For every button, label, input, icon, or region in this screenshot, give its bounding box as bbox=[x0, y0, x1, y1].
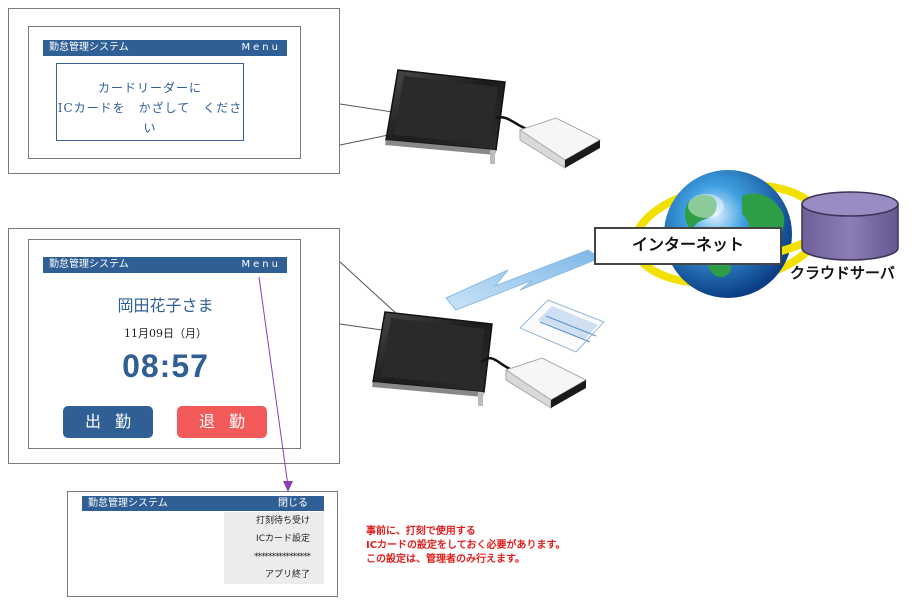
card-prompt-box: カードリーダーに ICカードを かざして ください bbox=[56, 63, 244, 141]
app-title-bar: 勤怠管理システム 閉じる bbox=[82, 496, 324, 511]
ic-card-icon bbox=[519, 299, 605, 353]
close-button[interactable]: 閉じる bbox=[278, 498, 308, 509]
admin-note-line1: 事前に、打刻で使用する bbox=[366, 526, 476, 537]
user-name: 岡田花子さま bbox=[117, 296, 214, 315]
menu-button[interactable]: Menu bbox=[241, 259, 281, 270]
callout-pointer-1 bbox=[339, 103, 433, 146]
admin-note-line3: この設定は、管理者のみ行えます。 bbox=[366, 554, 525, 565]
server-cylinder-icon bbox=[801, 191, 899, 261]
current-time: 08:57 bbox=[122, 348, 209, 384]
clock-out-button[interactable]: 退勤 bbox=[177, 406, 267, 438]
menu-dropdown: 打刻待ち受け ICカード設定 **************** アプリ終了 bbox=[224, 512, 324, 584]
tablet-icon bbox=[385, 69, 506, 164]
callout-pointer-2 bbox=[339, 261, 411, 335]
menu-button[interactable]: Menu bbox=[241, 42, 281, 53]
tablet-icon bbox=[372, 311, 493, 406]
app-title-bar: 勤怠管理システム Menu bbox=[43, 40, 287, 56]
app-title: 勤怠管理システム bbox=[88, 498, 168, 509]
menu-screen: 勤怠管理システム 閉じる 打刻待ち受け ICカード設定 ************… bbox=[67, 491, 338, 597]
menu-item-wait[interactable]: 打刻待ち受け bbox=[255, 516, 310, 526]
card-reader-icon bbox=[481, 356, 588, 409]
punch-screen: 勤怠管理システム Menu 岡田花子さま 11月09日（月） 08:57 出勤 … bbox=[28, 239, 301, 449]
punch-screen-callout: 勤怠管理システム Menu 岡田花子さま 11月09日（月） 08:57 出勤 … bbox=[8, 228, 340, 464]
app-title: 勤怠管理システム bbox=[49, 42, 129, 53]
current-date: 11月09日（月） bbox=[124, 327, 207, 340]
admin-note: 事前に、打刻で使用する ICカードの設定をしておく必要があります。 この設定は、… bbox=[366, 525, 565, 567]
card-reader-icon bbox=[495, 115, 602, 169]
menu-item-masked[interactable]: **************** bbox=[254, 552, 311, 562]
card-prompt-line1: カードリーダーに bbox=[97, 81, 202, 95]
clock-in-button[interactable]: 出勤 bbox=[63, 406, 153, 438]
wait-screen-callout: 勤怠管理システム Menu カードリーダーに ICカードを かざして ください bbox=[8, 8, 340, 174]
admin-note-line2: ICカードの設定をしておく必要があります。 bbox=[366, 540, 566, 551]
wait-screen: 勤怠管理システム Menu カードリーダーに ICカードを かざして ください bbox=[28, 26, 301, 159]
app-title: 勤怠管理システム bbox=[49, 259, 129, 270]
cloud-server-label: クラウドサーバ bbox=[790, 265, 895, 282]
menu-item-exit[interactable]: アプリ終了 bbox=[264, 570, 310, 580]
internet-label-box: インターネット bbox=[594, 227, 782, 265]
app-title-bar: 勤怠管理システム Menu bbox=[43, 257, 287, 273]
wireless-bolt-icon bbox=[445, 249, 602, 311]
menu-item-card-settings[interactable]: ICカード設定 bbox=[256, 534, 310, 544]
card-prompt-line2: ICカードを かざして ください bbox=[57, 101, 243, 135]
